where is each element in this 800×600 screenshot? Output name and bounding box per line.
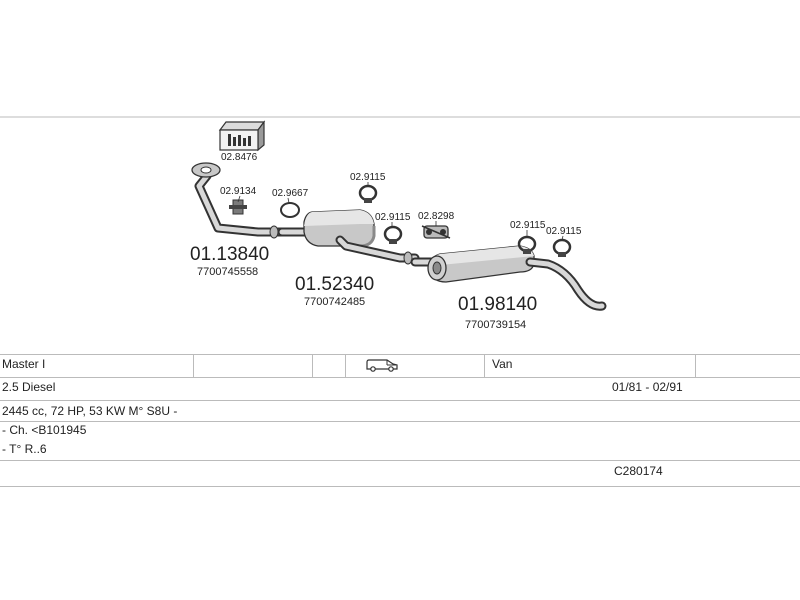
part-number: 01.52340	[295, 274, 374, 295]
pipe-connector-icon	[421, 225, 451, 239]
chassis-range: - Ch. <B101945	[2, 423, 87, 437]
van-icon	[365, 358, 399, 375]
exhaust-hanger-icon	[229, 199, 247, 215]
accessory-code: 02.9115	[510, 220, 546, 231]
sealing-ring-icon	[280, 202, 300, 218]
part-reference: 7700745558	[197, 266, 258, 278]
catalog-code: C280174	[614, 464, 663, 478]
pipe-clamp-icon	[383, 225, 403, 244]
accessory-code: 02.8476	[221, 152, 258, 163]
engine-row: 2.5 Diesel 01/81 - 02/91	[0, 378, 800, 400]
intermediate-silencer-part	[277, 209, 420, 265]
pipe-clamp-icon	[358, 184, 378, 203]
type-row: - T° R..6	[0, 440, 800, 459]
chassis-row: - Ch. <B101945	[0, 421, 800, 440]
part-number: 01.13840	[190, 244, 269, 265]
part-reference: 7700742485	[304, 296, 365, 308]
part-number: 01.98140	[458, 294, 537, 315]
engine: 2.5 Diesel	[2, 380, 56, 394]
accessory-code: 02.9115	[375, 212, 411, 223]
part-reference: 7700739154	[465, 319, 526, 331]
type-code: - T° R..6	[2, 442, 47, 456]
body-type: Van	[492, 357, 513, 371]
pipe-clamp-icon	[552, 238, 572, 257]
mounting-kit-box-icon	[218, 120, 266, 152]
accessory-code: 02.8298	[418, 211, 455, 222]
model-years: 01/81 - 02/91	[612, 380, 683, 394]
accessory-code: 02.9115	[350, 172, 386, 183]
accessory-code: 02.9134	[220, 186, 257, 197]
rear-silencer-part	[410, 245, 607, 311]
specs-row: 2445 cc, 72 HP, 53 KW M° S8U -	[0, 402, 800, 420]
vehicle-model-row: Master I Van	[0, 355, 800, 377]
vehicle-model: Master I	[2, 357, 46, 371]
engine-specs: 2445 cc, 72 HP, 53 KW M° S8U -	[2, 404, 178, 418]
front-pipe-part	[191, 162, 287, 239]
accessory-code: 02.9115	[546, 226, 582, 237]
accessory-code: 02.9667	[272, 188, 309, 199]
catalog-code-row: C280174	[0, 462, 800, 484]
